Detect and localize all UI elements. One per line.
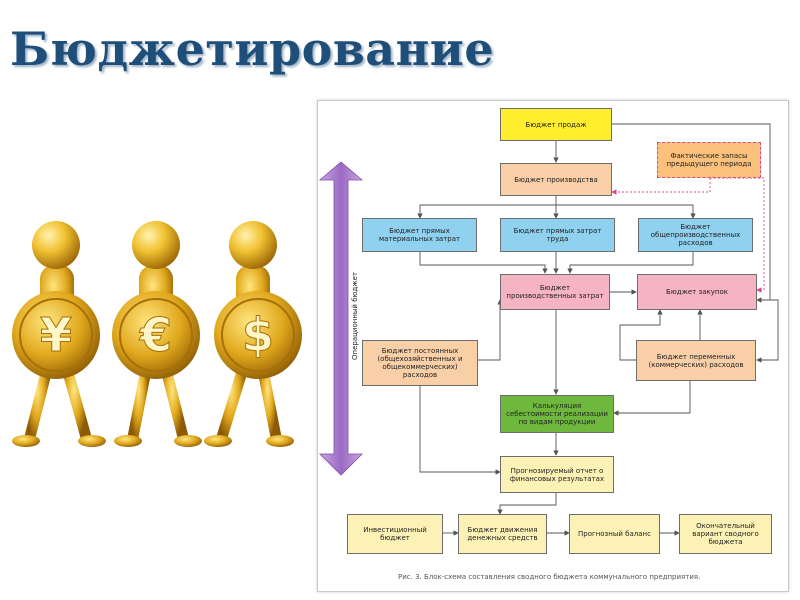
box-forecast-financial-results: Прогнозируемый отчет о финансовых резуль… — [500, 456, 614, 493]
euro-symbol: € — [139, 308, 172, 362]
gold-figures-illustration: ¥ € $ — [12, 221, 302, 447]
operational-budget-label: Операционный бюджет — [351, 272, 359, 360]
figure-caption: Рис. 3. Блок-схема составления сводного … — [398, 573, 701, 581]
operational-budget-arrow — [318, 161, 364, 476]
figure-euro: € — [112, 221, 202, 447]
box-fixed-expenses-budget: Бюджет постоянных (общехозяйственных и о… — [362, 340, 478, 386]
page-title: Бюджетирование — [10, 22, 495, 76]
box-cost-calculation: Калькуляция себестоимости реализации по … — [500, 395, 614, 433]
box-previous-inventory: Фактические запасы предыдущего периода — [657, 142, 761, 178]
box-direct-labor-budget: Бюджет прямых затрат труда — [500, 218, 615, 252]
figure-dollar: $ — [204, 221, 302, 447]
box-direct-materials-budget: Бюджет прямых материальных затрат — [362, 218, 477, 252]
box-forecast-balance: Прогнозный баланс — [569, 514, 660, 554]
box-sales-budget: Бюджет продаж — [500, 108, 612, 141]
box-investment-budget: Инвестиционный бюджет — [347, 514, 443, 554]
box-production-budget: Бюджет производства — [500, 163, 612, 196]
box-variable-expenses-budget: Бюджет переменных (коммерческих) расходо… — [636, 340, 756, 381]
dollar-symbol: $ — [242, 308, 274, 362]
box-production-costs-budget: Бюджет производственных затрат — [500, 274, 610, 310]
yen-symbol: ¥ — [40, 308, 72, 362]
box-final-consolidated-budget: Окончательный вариант сводного бюджета — [679, 514, 772, 554]
box-cash-flow-budget: Бюджет движения денежных средств — [458, 514, 547, 554]
box-purchase-budget: Бюджет закупок — [637, 274, 757, 310]
box-overhead-budget: Бюджет общепроизводственных расходов — [638, 218, 753, 252]
figure-yen: ¥ — [12, 221, 106, 447]
